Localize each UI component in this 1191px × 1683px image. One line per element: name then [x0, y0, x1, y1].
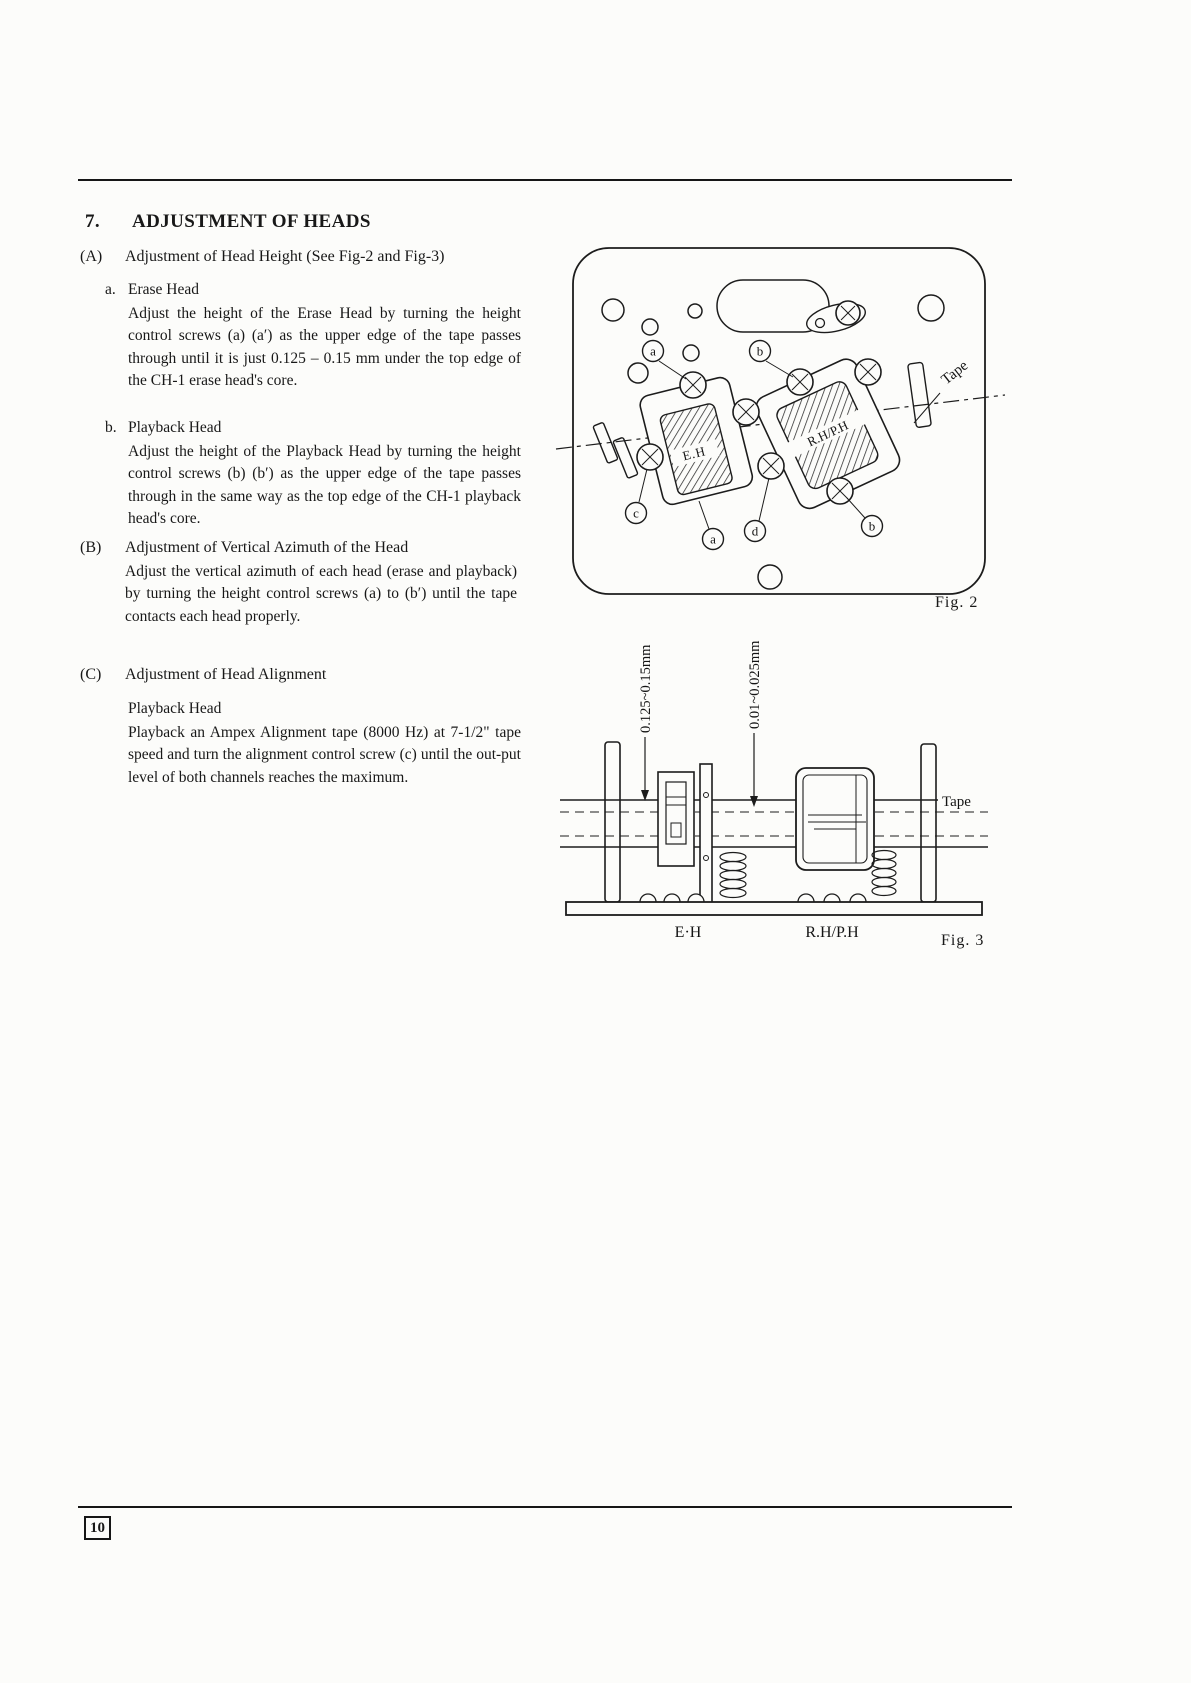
svg-text:c: c: [633, 506, 639, 521]
section-a-label: (A): [80, 248, 103, 265]
screw-icon: [679, 371, 707, 399]
fig2-tape-label: Tape: [939, 358, 972, 389]
erase-head-spring: [719, 851, 747, 899]
fig2-head-plate-diagram: Tape E.H R.H/P.H: [555, 247, 1006, 595]
fig3-erase-head-label: E·H: [675, 924, 702, 941]
screw-icon: [757, 452, 785, 480]
screw-icon: [854, 358, 882, 386]
svg-text:a: a: [650, 344, 656, 359]
section-c-label: (C): [80, 666, 102, 683]
section-title: ADJUSTMENT OF HEADS: [132, 211, 371, 232]
base-plate: [565, 901, 983, 916]
tape-leader-line: [913, 392, 941, 424]
callout-a-top: a: [641, 339, 665, 363]
item-b-body: Adjust the height of the Playback Head b…: [128, 443, 521, 527]
bottom-rule: [78, 1506, 1012, 1508]
section-number: 7.: [85, 211, 101, 232]
record-playback-head-spring: [871, 849, 897, 897]
screw-icon: [835, 300, 861, 326]
screw-icon: [786, 368, 814, 396]
erase-head-label: E.H: [681, 443, 708, 463]
callout-a-bottom: a: [701, 527, 725, 551]
tape-guides-left: [592, 422, 639, 479]
callout-b-bottom: b: [860, 514, 884, 538]
section-b-title: Adjustment of Vertical Azimuth of the He…: [125, 539, 409, 556]
erase-head-side-view: [657, 763, 713, 905]
item-b-heading: Playback Head: [128, 419, 222, 436]
svg-text:b: b: [757, 344, 764, 359]
section-c-title: Adjustment of Head Alignment: [125, 666, 327, 683]
svg-text:d: d: [752, 524, 759, 539]
screw-icon: [826, 477, 854, 505]
svg-text:0.01~0.025mm: 0.01~0.025mm: [747, 640, 763, 729]
section-b-label: (B): [80, 539, 102, 556]
callout-d: d: [743, 519, 767, 543]
tape-band: [560, 799, 988, 848]
page-number-value: 10: [90, 1520, 105, 1536]
mounting-feet: [639, 893, 867, 903]
arrowhead-icon: [750, 796, 758, 807]
record-playback-head-side-view: [795, 767, 875, 871]
item-a-body: Adjust the height of the Erase Head by t…: [128, 305, 521, 389]
dimension-erase-height: 0.125~0.15mm: [638, 644, 654, 801]
fig2-caption: Fig. 2: [935, 594, 979, 611]
svg-text:b: b: [869, 519, 876, 534]
svg-text:0.125~0.15mm: 0.125~0.15mm: [638, 644, 654, 733]
fig3-record-playback-head-label: R.H/P.H: [805, 924, 859, 941]
erase-head-assembly: E.H: [639, 376, 754, 506]
tape-path-line: [555, 394, 1006, 450]
record-playback-head-assembly: R.H/P.H: [755, 358, 901, 510]
item-a-marker: a.: [105, 281, 116, 298]
chassis-plate-outline: [572, 247, 986, 595]
adjustment-screw-icons: [636, 300, 882, 505]
callout-labels: a b c a d b: [624, 339, 884, 551]
screw-icon: [732, 398, 760, 426]
dimension-playback-height: 0.01~0.025mm: [747, 640, 763, 807]
fig3-head-height-diagram: 0.125~0.15mm 0.01~0.025mm: [560, 640, 990, 941]
section-a-title: Adjustment of Head Height (See Fig-2 and…: [125, 248, 445, 265]
tape-guide-right: [907, 361, 932, 428]
page-number: 10: [84, 1516, 111, 1540]
section-c-subheading: Playback Head: [128, 700, 222, 717]
left-guide-post: [604, 741, 621, 903]
section-c-body: Playback an Ampex Alignment tape (8000 H…: [128, 724, 521, 786]
screw-icon: [636, 443, 664, 471]
item-a-heading: Erase Head: [128, 281, 199, 298]
arrowhead-icon: [641, 790, 649, 801]
section-b-body: Adjust the vertical azimuth of each head…: [125, 563, 517, 625]
item-b-marker: b.: [105, 419, 117, 436]
top-rule: [78, 179, 1012, 181]
right-guide-post: [920, 743, 937, 903]
callout-b-top: b: [748, 339, 772, 363]
section-heading: 7. ADJUSTMENT OF HEADS: [85, 211, 371, 233]
svg-text:a: a: [710, 532, 716, 547]
fig3-tape-label: Tape: [942, 794, 971, 810]
fig3-tape-label-group: Tape: [938, 791, 990, 810]
callout-c: c: [624, 501, 648, 525]
fig3-caption: Fig. 3: [941, 932, 985, 949]
